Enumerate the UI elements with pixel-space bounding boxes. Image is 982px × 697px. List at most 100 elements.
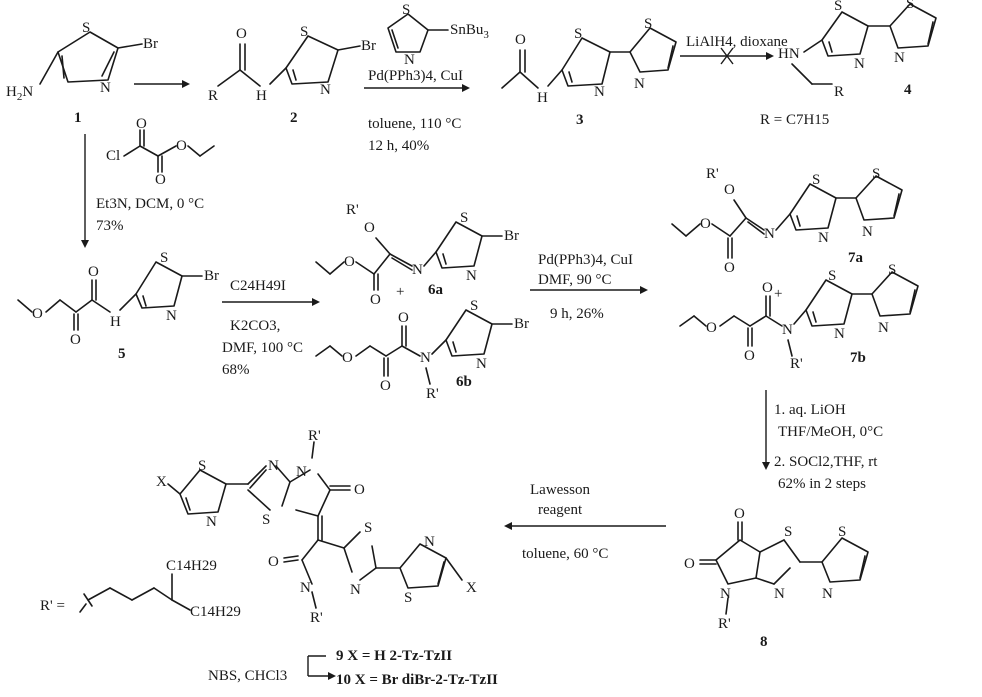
plus-6-label: +	[396, 284, 404, 300]
atom-n: N	[320, 82, 331, 98]
atom-rprime: R'	[308, 428, 321, 444]
atom-o: O	[724, 260, 735, 276]
atom-n: N	[834, 326, 845, 342]
compound-6a-label: 6a	[428, 282, 444, 298]
hydrolysis-step2-label: 2. SOCl2,THF, rt	[774, 454, 878, 470]
atom-n: N	[424, 534, 435, 550]
atom-o: O	[176, 138, 187, 154]
stille2-time-label: 9 h, 26%	[550, 306, 604, 322]
atom-rprime: R'	[346, 202, 359, 218]
atom-n: N	[166, 308, 177, 324]
atom-n: N	[420, 350, 431, 366]
compound-5-label: 5	[118, 346, 126, 362]
atom-n: N	[350, 582, 361, 598]
atom-r: R	[208, 88, 218, 104]
plus-7-label: +	[774, 286, 782, 302]
atom-s: S	[262, 512, 270, 528]
atom-o: O	[32, 306, 43, 322]
compound-5-structure: O O O H S N Br 5	[17, 250, 219, 362]
atom-nh: H	[537, 90, 548, 106]
atom-rprime: R'	[790, 356, 803, 372]
atom-o: O	[706, 320, 717, 336]
atom-o: O	[344, 254, 355, 270]
atom-s: S	[82, 20, 90, 36]
rprime-definition: R' = C14H29 C14H29	[40, 558, 241, 620]
atom-o: O	[762, 280, 773, 296]
atom-s: S	[872, 166, 880, 182]
atom-o: O	[684, 556, 695, 572]
atom-o: O	[136, 116, 147, 132]
atom-s: S	[460, 210, 468, 226]
atom-s: S	[402, 2, 410, 18]
atom-rprime: R'	[310, 610, 323, 626]
rprime-definition-label: R' =	[40, 598, 65, 614]
compound-6b-structure: O N O O S N Br R' 6b	[315, 298, 529, 402]
acylation-base-label: Et3N, DCM, 0 °C	[96, 196, 204, 212]
arrow-9-to-10: NBS, CHCl3 9 X = H 2-Tz-TzII 10 X = Br d…	[208, 648, 498, 688]
atom-s: S	[198, 458, 206, 474]
atom-s: S	[300, 24, 308, 40]
atom-o: O	[734, 506, 745, 522]
compound-4-structure: HN S N S N R 4 R = C7H15	[760, 0, 937, 128]
alkylation-yield-label: 68%	[222, 362, 250, 378]
compound-1-label: 1	[74, 110, 82, 126]
atom-br: Br	[143, 36, 158, 52]
alkylation-solvent-label: DMF, 100 °C	[222, 340, 303, 356]
atom-n: N	[476, 356, 487, 372]
hydrolysis-step1-cond-label: THF/MeOH, 0°C	[778, 424, 883, 440]
atom-hn: HN	[778, 46, 800, 62]
atom-s: S	[812, 172, 820, 188]
arrow-5-to-6: C24H49I K2CO3, DMF, 100 °C 68%	[222, 278, 320, 378]
compound-2-label: 2	[290, 110, 298, 126]
atom-o: O	[70, 332, 81, 348]
atom-n: N	[634, 76, 645, 92]
atom-s: S	[838, 524, 846, 540]
atom-n: N	[854, 56, 865, 72]
bromination-label: NBS, CHCl3	[208, 668, 287, 684]
atom-s: S	[644, 16, 652, 32]
atom-n: N	[296, 464, 307, 480]
atom-nh: H	[256, 88, 267, 104]
atom-x: X	[466, 580, 477, 596]
atom-o: O	[155, 172, 166, 188]
compound-3-label: 3	[576, 112, 584, 128]
atom-n: N	[206, 514, 217, 530]
lawesson-label: Lawesson	[530, 482, 590, 498]
arrow-1-to-5: Cl O O O Et3N, DCM, 0 °C 73%	[81, 116, 215, 248]
atom-h2n: H2N	[6, 84, 33, 103]
atom-s: S	[784, 524, 792, 540]
atom-rprime: R'	[426, 386, 439, 402]
atom-n: N	[818, 230, 829, 246]
reduction-label: LiAlH4, dioxane	[686, 34, 788, 50]
atom-s: S	[888, 262, 896, 278]
arrow-2-to-3: Pd(PPh3)4, CuI toluene, 110 °C 12 h, 40%	[364, 68, 470, 154]
atom-s: S	[828, 268, 836, 284]
atom-o: O	[342, 350, 353, 366]
atom-n: N	[862, 224, 873, 240]
lawesson-reagent-label: reagent	[538, 502, 583, 518]
atom-n: N	[822, 586, 833, 602]
alkylation-reagent-label: C24H49I	[230, 278, 286, 294]
atom-br: Br	[504, 228, 519, 244]
atom-br: Br	[204, 268, 219, 284]
atom-n: N	[268, 458, 279, 474]
atom-s: S	[906, 0, 914, 12]
atom-o: O	[380, 378, 391, 394]
atom-n: N	[774, 586, 785, 602]
compound-10-label: 10 X = Br diBr-2-Tz-TzII	[336, 672, 498, 688]
atom-x: X	[156, 474, 167, 490]
atom-n: N	[412, 262, 423, 278]
c14h29-lower-label: C14H29	[190, 604, 241, 620]
atom-o: O	[370, 292, 381, 308]
atom-o: O	[88, 264, 99, 280]
stille1-solvent-label: toluene, 110 °C	[368, 116, 461, 132]
atom-rprime: R'	[706, 166, 719, 182]
compound-6b-label: 6b	[456, 374, 472, 390]
compound-9-label: 9 X = H 2-Tz-TzII	[336, 648, 452, 664]
atom-s: S	[404, 590, 412, 606]
stille1-time-label: 12 h, 40%	[368, 138, 429, 154]
atom-cl: Cl	[106, 148, 120, 164]
alkylation-base-label: K2CO3,	[230, 318, 280, 334]
atom-n: N	[466, 268, 477, 284]
